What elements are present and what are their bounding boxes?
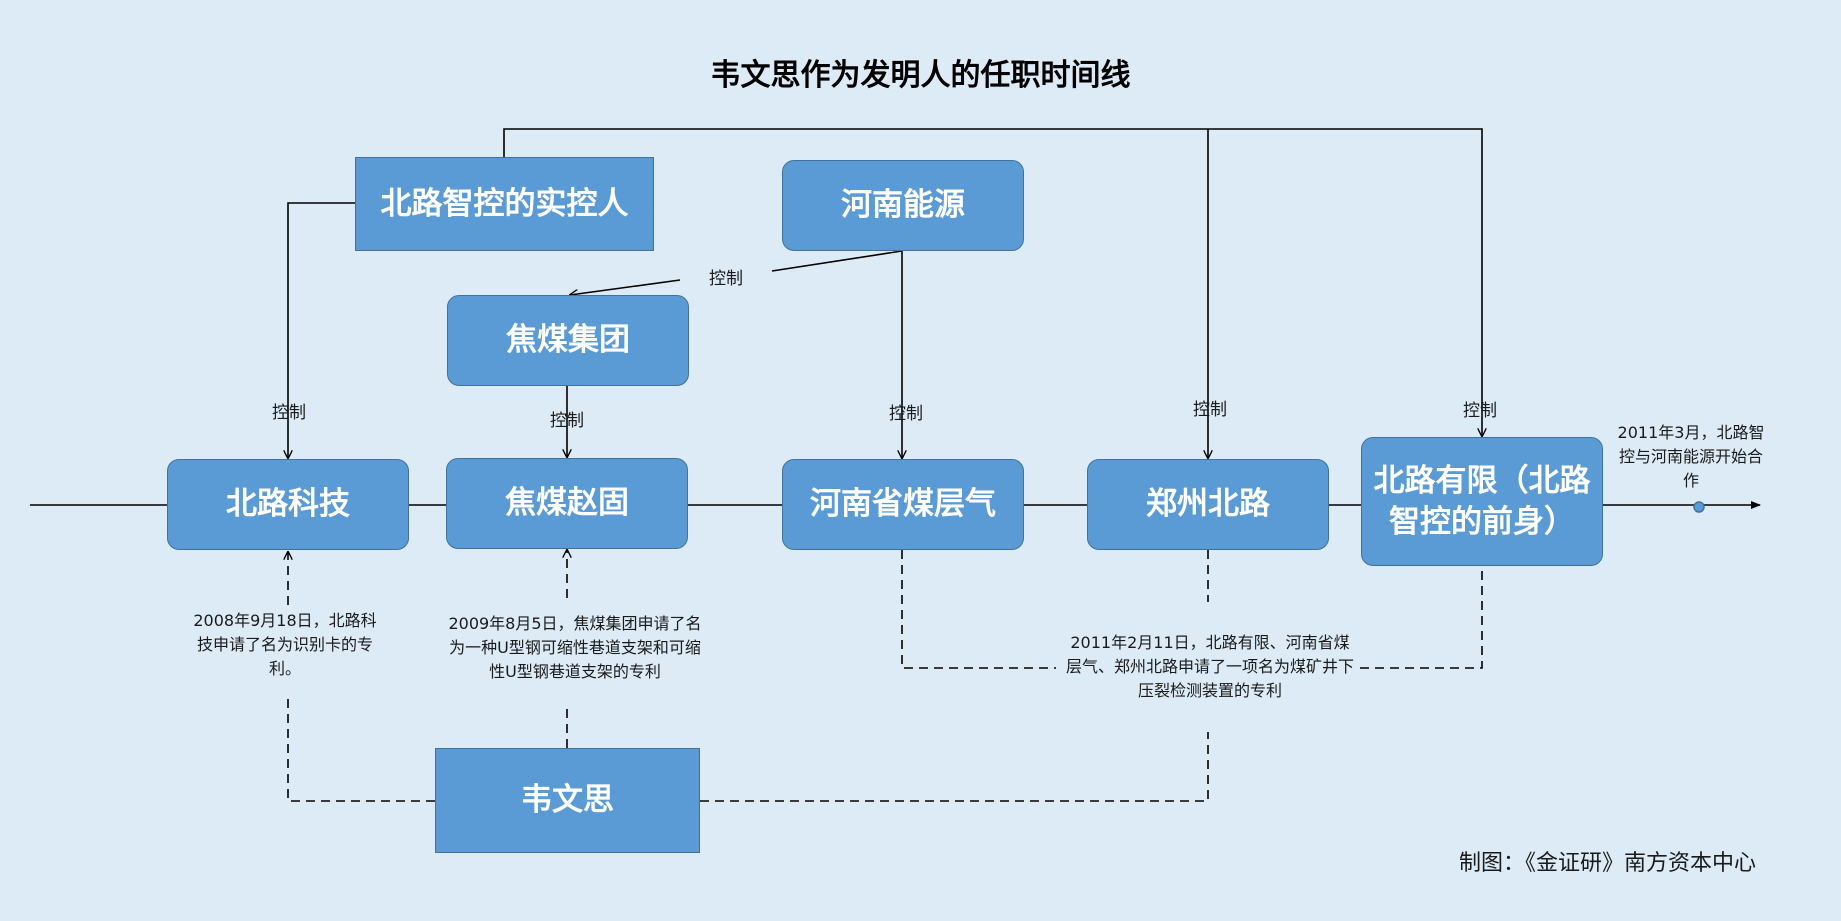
- controller-top-bracket: [503, 128, 1482, 436]
- label-to-jiaomei-line: [570, 279, 681, 295]
- wei-to-patent-2011-dashed: [700, 732, 1209, 802]
- node-beilu-limited: 北路有限（北路智控的前身）: [1361, 437, 1603, 566]
- node-beilu-controller: 北路智控的实控人: [355, 157, 654, 251]
- node-zhengzhou-beilu: 郑州北路: [1087, 459, 1329, 550]
- controller-to-beilu-tech-line: [288, 202, 355, 458]
- node-jiaomei-zhaogu: 焦煤赵固: [446, 458, 688, 549]
- node-henan-energy: 河南能源: [782, 160, 1024, 251]
- edge-label-control: 控制: [1193, 400, 1227, 420]
- diagram-credit: 制图：《金证研》南方资本中心: [1458, 851, 1756, 876]
- note-cooperation-2011: 2011年3月，北路智控与河南能源开始合作: [1617, 423, 1765, 490]
- node-jiaomei-group: 焦煤集团: [447, 295, 689, 386]
- note-patent-2008: 2008年9月18日，北路科技申请了名为识别卡的专利。: [193, 611, 377, 678]
- edge-label-control: 控制: [889, 404, 923, 424]
- edge-label-control: 控制: [709, 269, 743, 289]
- node-beilu-tech: 北路科技: [167, 459, 409, 550]
- node-henan-cbm: 河南省煤层气: [782, 459, 1024, 550]
- note-patent-2011: 2011年2月11日，北路有限、河南省煤层气、郑州北路申请了一项名为煤矿井下压裂…: [1065, 633, 1354, 700]
- wei-to-beilu-tech-dashed: [287, 697, 435, 802]
- edge-label-control: 控制: [550, 411, 584, 431]
- edge-label-control: 控制: [1463, 401, 1497, 421]
- edge-label-control: 控制: [272, 403, 306, 423]
- note-patent-2009: 2009年8月5日，焦煤集团申请了名为一种U型钢可缩性巷道支架和可缩性U型钢巷道…: [448, 614, 702, 681]
- cbm-to-patent-dashed: [901, 550, 1056, 669]
- cooperation-marker: [1693, 501, 1705, 513]
- diagram-title: 韦文思作为发明人的任职时间线: [710, 58, 1131, 93]
- node-wei-wensi: 韦文思: [435, 748, 700, 853]
- beilu-limited-to-patent-dashed: [1360, 566, 1483, 669]
- henan-to-label-line: [771, 250, 903, 272]
